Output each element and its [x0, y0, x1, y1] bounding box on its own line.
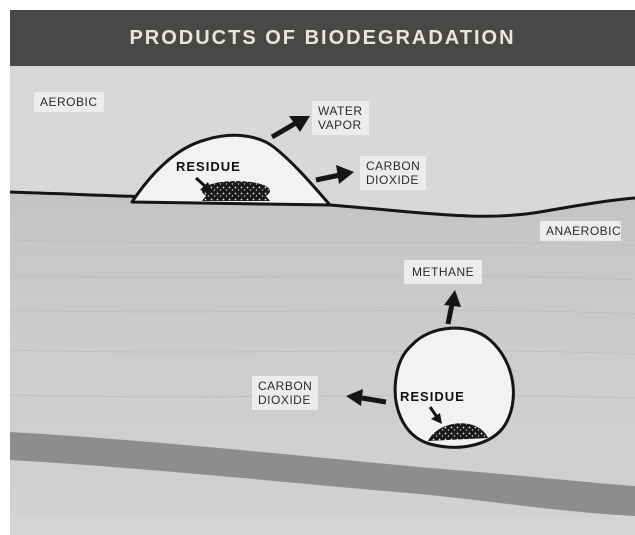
anaerobic-zone-label: ANAEROBIC: [540, 221, 621, 241]
water-vapor-line2: VAPOR: [318, 118, 363, 132]
carbon-dioxide-aerobic-label: CARBON DIOXIDE: [360, 156, 426, 190]
methane-text: METHANE: [412, 265, 474, 279]
carbon-dioxide-aerobic-line1: CARBON: [366, 159, 420, 173]
aerobic-zone: [10, 66, 635, 216]
anaerobic-residue-label: RESIDUE: [400, 389, 465, 404]
anaerobic-zone-text: ANAEROBIC: [546, 224, 621, 238]
water-vapor-label: WATER VAPOR: [312, 101, 369, 135]
aerobic-zone-label: AEROBIC: [34, 92, 104, 112]
carbon-dioxide-aerobic-line2: DIOXIDE: [366, 173, 420, 187]
methane-label: METHANE: [404, 260, 482, 284]
carbon-dioxide-anaerobic-label: CARBON DIOXIDE: [252, 376, 318, 410]
aerobic-zone-text: AEROBIC: [40, 95, 98, 109]
carbon-dioxide-anaerobic-line2: DIOXIDE: [258, 393, 312, 407]
diagram-title: PRODUCTS OF BIODEGRADATION: [10, 10, 635, 66]
water-vapor-line1: WATER: [318, 104, 363, 118]
aerobic-residue-label: RESIDUE: [176, 159, 241, 174]
carbon-dioxide-anaerobic-line1: CARBON: [258, 379, 312, 393]
